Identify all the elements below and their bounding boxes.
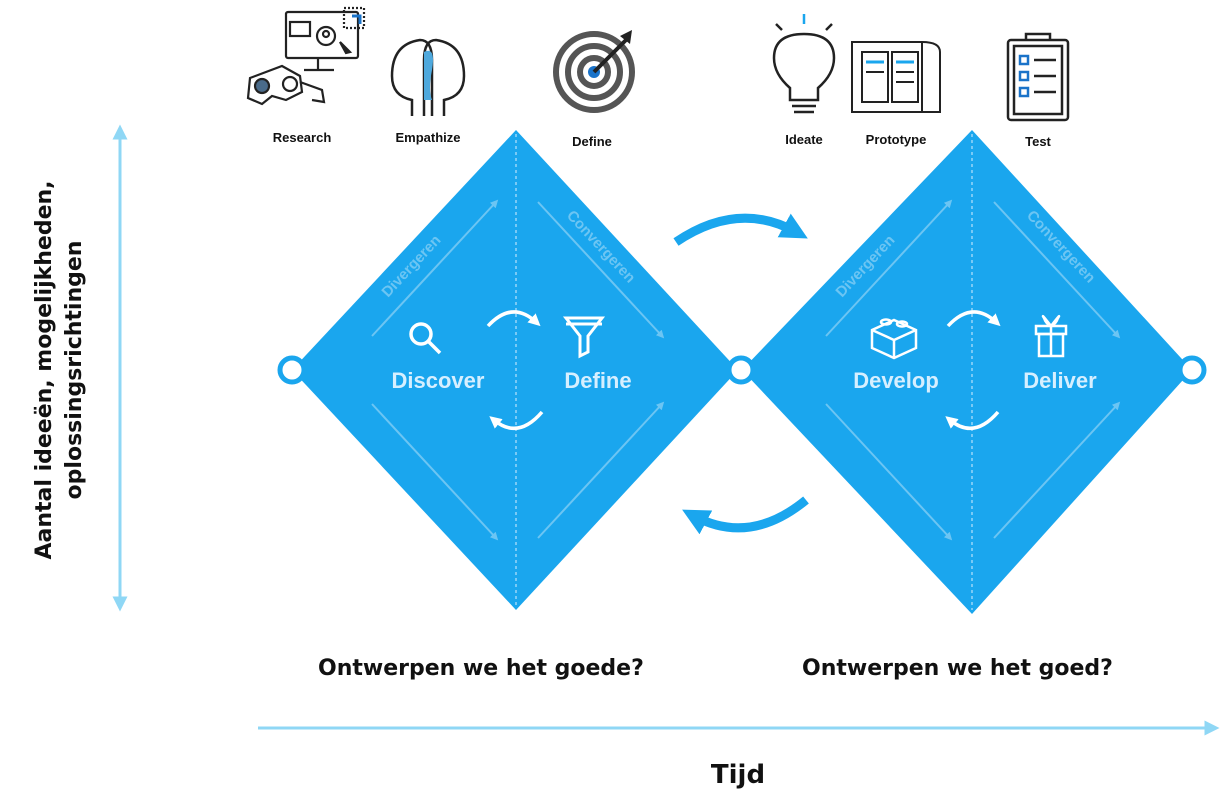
lightbulb-icon — [772, 14, 836, 114]
magnifier-icon — [409, 322, 442, 355]
cycle-arrow-top-icon — [486, 310, 541, 328]
phase-define: Define — [564, 368, 631, 393]
icon-label-define: Define — [572, 134, 612, 149]
question-right: Ontwerpen we het goed? — [802, 656, 1113, 681]
question-left: Ontwerpen we het goede? — [318, 656, 644, 681]
icon-label-empathize: Empathize — [395, 130, 461, 145]
empathize-icon — [390, 38, 466, 116]
cycle-arrow-bottom-icon — [489, 410, 544, 430]
building-block-icon — [870, 318, 918, 360]
phase-deliver: Deliver — [1023, 368, 1097, 393]
icon-label-prototype: Prototype — [865, 132, 927, 147]
middle-node — [726, 355, 756, 385]
blueprint-icon — [851, 41, 941, 113]
research-icon — [246, 6, 366, 106]
diamond-discover-define — [292, 130, 738, 610]
diamond-develop-deliver — [742, 130, 1192, 614]
y-axis-title-line1: Aantal ideeën, mogelijkheden, — [32, 180, 57, 560]
backward-iteration-arrow — [682, 496, 809, 535]
icon-label-test: Test — [1025, 134, 1051, 149]
x-axis-title: Tijd — [710, 760, 766, 790]
end-node — [1177, 355, 1207, 385]
phase-develop: Develop — [853, 368, 939, 393]
forward-iteration-arrow — [673, 213, 808, 246]
funnel-icon — [562, 316, 606, 359]
icon-label-research: Research — [272, 130, 332, 145]
phase-discover: Discover — [392, 368, 485, 393]
target-icon — [553, 30, 635, 113]
cycle-arrow-top-icon — [946, 310, 1001, 328]
start-node — [277, 355, 307, 385]
cycle-arrow-bottom-icon — [945, 410, 1000, 430]
clipboard-icon — [1006, 32, 1070, 122]
y-axis-title: Aantal ideeën, mogelijkheden, oplossings… — [30, 180, 90, 559]
gift-icon — [1034, 315, 1068, 358]
icon-label-ideate: Ideate — [785, 132, 823, 147]
y-axis-title-line2: oplossingsrichtingen — [62, 240, 87, 500]
